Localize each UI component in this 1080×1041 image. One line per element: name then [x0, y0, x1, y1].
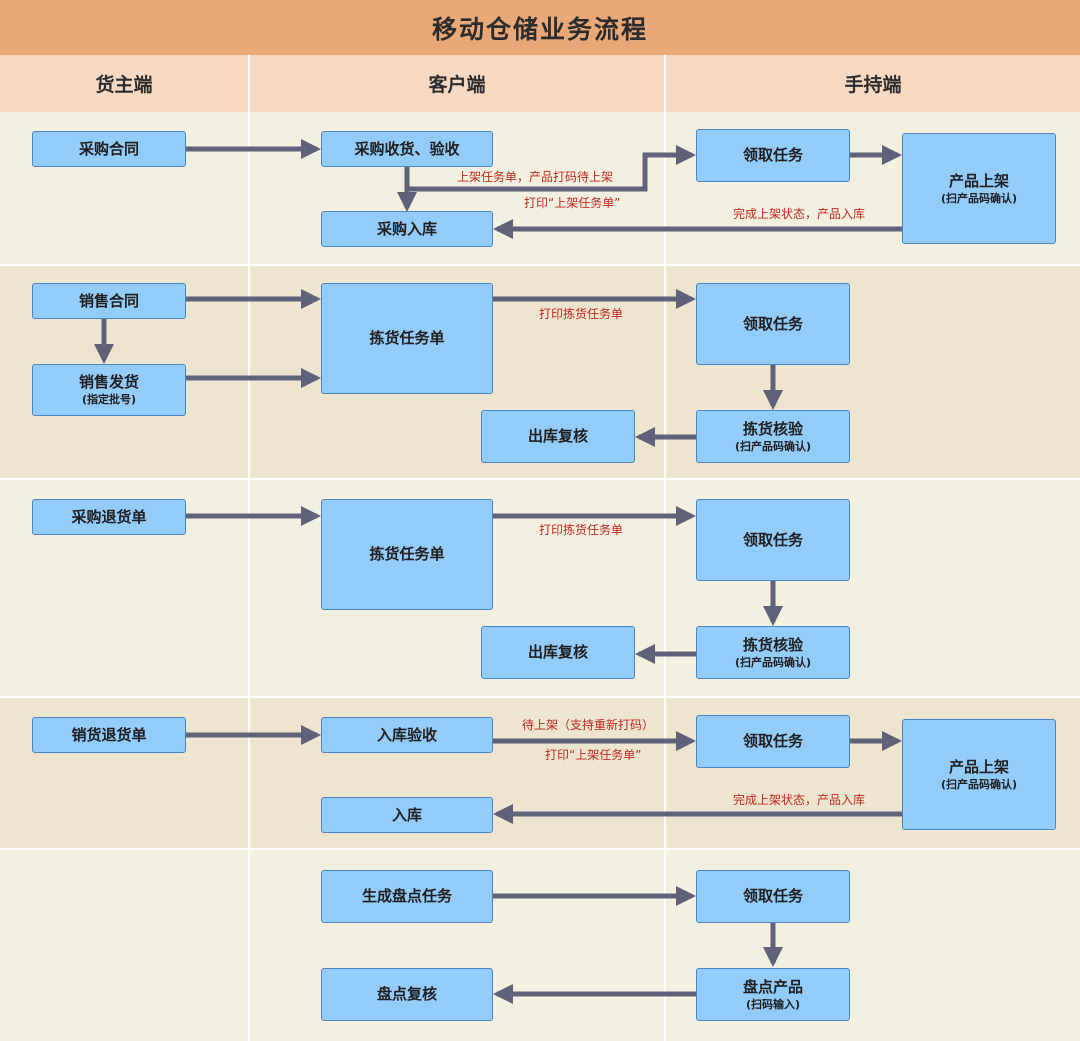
box-sales-contract: 销售合同: [32, 283, 186, 319]
row-divider: [0, 264, 1080, 266]
box-outbound-review: 出库复核: [481, 410, 635, 463]
arrow-label: 完成上架状态，产品入库: [733, 793, 866, 807]
box-picking-list: 拣货任务单: [321, 283, 493, 394]
box-pick-verify: 拣货核验(扫产品码确认): [696, 626, 850, 679]
column-header-handheld: 手持端: [844, 74, 902, 96]
box-stocktake-product: 盘点产品(扫码输入): [696, 968, 850, 1021]
box-sales-return: 销货退货单: [32, 717, 186, 753]
column-header-bar: [0, 55, 1080, 112]
box-purchase-return: 采购退货单: [32, 499, 186, 535]
box-pick-verify: 拣货核验(扫产品码确认): [696, 410, 850, 463]
box-generate-stocktake-task: 生成盘点任务: [321, 870, 493, 923]
arrow-label: 打印“上架任务单”: [524, 196, 621, 210]
row-divider: [0, 696, 1080, 698]
box-stocktake-review: 盘点复核: [321, 968, 493, 1021]
diagram-title: 移动仓储业务流程: [0, 0, 1080, 55]
box-purchase-receiving: 采购收货、验收: [321, 131, 493, 167]
column-header-client: 客户端: [428, 74, 486, 96]
arrow-label: 打印“上架任务单”: [545, 748, 642, 762]
box-product-shelving: 产品上架(扫产品码确认): [902, 133, 1056, 244]
row-band-stocktake: [0, 850, 1080, 1041]
arrow-label: 待上架（支持重新打码）: [522, 718, 655, 732]
row-divider: [0, 478, 1080, 480]
box-picking-list: 拣货任务单: [321, 499, 493, 610]
box-sales-shipment: 销售发货(指定批号): [32, 364, 186, 416]
box-claim-task: 领取任务: [696, 499, 850, 581]
arrow-label: 完成上架状态，产品入库: [733, 207, 866, 221]
box-outbound-review: 出库复核: [481, 626, 635, 679]
box-inbound: 入库: [321, 797, 493, 833]
arrow-label: 上架任务单，产品打码待上架: [457, 170, 614, 184]
column-header-owner: 货主端: [95, 74, 153, 96]
column-divider: [664, 55, 666, 1041]
box-product-shelving: 产品上架(扫产品码确认): [902, 719, 1056, 830]
box-purchase-contract: 采购合同: [32, 131, 186, 167]
box-purchase-inbound: 采购入库: [321, 211, 493, 247]
box-inbound-acceptance: 入库验收: [321, 717, 493, 753]
column-divider: [248, 55, 250, 1041]
box-claim-task: 领取任务: [696, 715, 850, 768]
arrow-receiving-to-claim-task: [407, 145, 696, 192]
arrow-label: 打印拣货任务单: [539, 307, 624, 321]
box-claim-task: 领取任务: [696, 129, 850, 182]
arrow-label: 打印拣货任务单: [539, 523, 624, 537]
box-claim-task: 领取任务: [696, 283, 850, 365]
row-divider: [0, 848, 1080, 850]
box-claim-task: 领取任务: [696, 870, 850, 923]
